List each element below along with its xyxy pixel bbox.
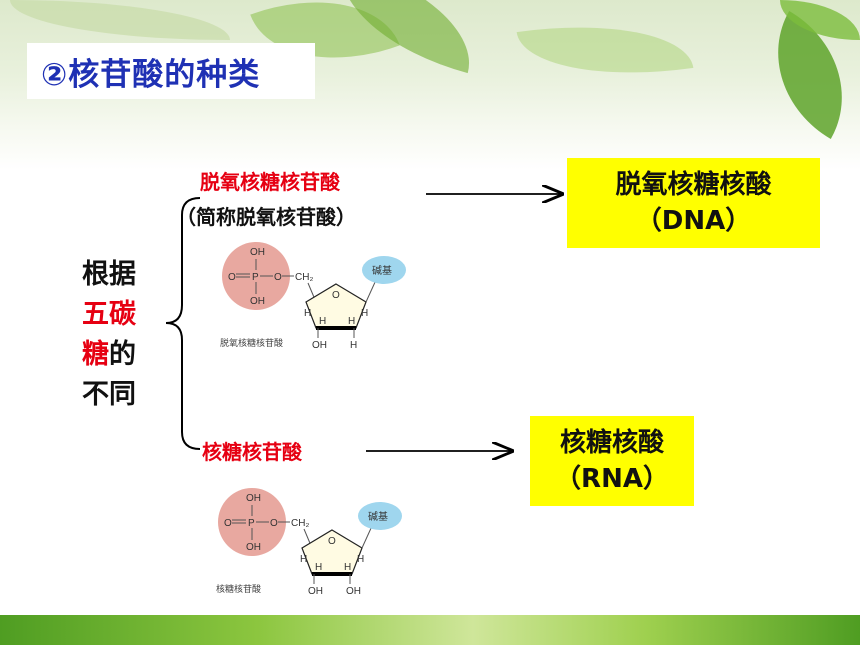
basis-line-3: 糖的 <box>82 335 156 375</box>
base-label: 碱基 <box>372 264 392 277</box>
h-c2-upper: H <box>344 562 351 573</box>
ribonucleotide-label: 核糖核苷酸 <box>202 440 302 464</box>
phosphate-oh-top: OH <box>250 247 265 258</box>
structure-caption: 核糖核苷酸 <box>216 583 261 594</box>
phosphorus-label: P <box>248 518 255 529</box>
h-c3: H <box>315 562 322 573</box>
ribonucleotide-structure: OH O P O CH₂ OH O 碱基 H H H H OH OH 核糖核苷酸 <box>212 486 404 598</box>
phosphate-o-left: O <box>228 272 236 283</box>
oh-c3: OH <box>308 586 323 597</box>
rna-abbr: （RNA） <box>555 464 669 494</box>
h-c2: H <box>350 340 357 351</box>
dna-abbr: （DNA） <box>635 206 752 236</box>
base-bubble <box>362 256 406 284</box>
h-c1: H <box>361 308 368 319</box>
base-bubble <box>358 502 402 530</box>
ring-oxygen: O <box>332 290 340 301</box>
rna-name: 核糖核酸 <box>559 428 664 458</box>
deoxyribonucleotide-structure: OH O P O CH₂ OH O 碱基 H H H H OH H 脱氧核糖核苷… <box>216 240 408 352</box>
phosphate-group <box>218 488 286 556</box>
deoxyribonucleotide-label: 脱氧核糖核苷酸 <box>200 170 340 194</box>
h-c1: H <box>357 554 364 565</box>
linking-oxygen-label: O <box>274 272 282 283</box>
phosphate-oh-bottom: OH <box>250 296 265 307</box>
phosphate-o-left: O <box>224 518 232 529</box>
linking-oxygen-label: O <box>270 518 278 529</box>
basis-line-1: 根据 <box>82 259 136 290</box>
ch2-label: CH₂ <box>291 518 309 529</box>
basis-particle: 的 <box>109 339 136 370</box>
classification-basis: 根据 五碳 糖的 不同 <box>82 255 156 415</box>
ch2-label: CH₂ <box>295 272 313 283</box>
structure-caption: 脱氧核糖核苷酸 <box>220 337 283 348</box>
phosphate-group <box>222 242 290 310</box>
oh-c3: OH <box>312 340 327 351</box>
phosphate-oh-bottom: OH <box>246 542 261 553</box>
rna-result-box: 核糖核酸 （RNA） <box>530 416 694 506</box>
phosphorus-label: P <box>252 272 259 283</box>
h-c3: H <box>319 316 326 327</box>
dna-result-box: 脱氧核糖核酸 （DNA） <box>567 158 820 248</box>
slide-title: ②核苷酸的种类 <box>41 56 261 93</box>
dna-name: 脱氧核糖核酸 <box>615 170 772 200</box>
h-c4: H <box>304 308 311 319</box>
title-box: ②核苷酸的种类 <box>27 43 315 99</box>
grouping-brace <box>165 197 201 450</box>
phosphate-oh-top: OH <box>246 493 261 504</box>
basis-line-2: 五碳 <box>82 299 136 330</box>
deoxyribonucleotide-abbr: （简称脱氧核苷酸） <box>176 205 356 229</box>
basis-line-4: 不同 <box>82 379 136 410</box>
basis-sugar: 糖 <box>82 339 109 370</box>
h-c2-upper: H <box>348 316 355 327</box>
ring-oxygen: O <box>328 536 336 547</box>
footer-bar <box>0 615 860 645</box>
base-label: 碱基 <box>368 510 388 523</box>
h-c4: H <box>300 554 307 565</box>
oh-c2: OH <box>346 586 361 597</box>
